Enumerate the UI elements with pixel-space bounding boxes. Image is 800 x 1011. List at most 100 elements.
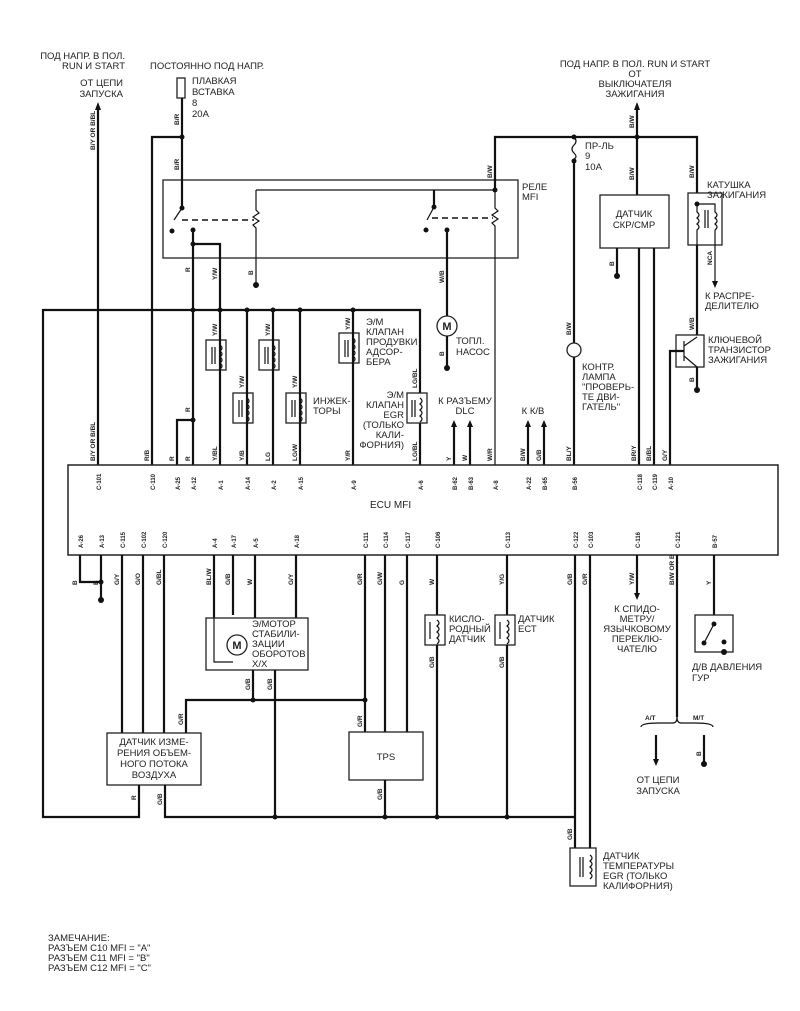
ect-label-1: ДАТЧИК — [518, 614, 555, 625]
wire-color-label: B — [72, 580, 79, 585]
purge-label-1: Э/М — [366, 317, 383, 328]
ecu-mfi-box — [67, 464, 779, 556]
ecu-pin-label: B-62 — [453, 476, 459, 490]
ps-switch-contact — [703, 623, 715, 644]
ecu-pin-label: A-2 — [272, 480, 278, 490]
egr-label-4: (ТОЛЬКО — [363, 420, 404, 431]
ecu-pin-label: C-106 — [436, 531, 442, 548]
wire-label: B — [696, 751, 703, 756]
speedo-label-5: ЧАТЕЛЮ — [617, 644, 657, 655]
wire-color-label: R — [169, 456, 176, 461]
wire-label: Y/W — [292, 375, 299, 388]
label-fusible-4: 20A — [192, 109, 210, 120]
injectors-label-1: ИНЖЕК- — [313, 396, 351, 407]
wire-color-label: Y/R — [345, 450, 352, 461]
ecu-pin-label: C-121 — [676, 531, 682, 548]
egr-temp-label-1: ДАТЧИК — [603, 851, 640, 862]
maf-label-2: РЕНИЯ ОБЪЕМ- — [117, 748, 191, 759]
ecu-pin-label: C-120 — [163, 531, 169, 548]
ecu-pin-label: C-118 — [638, 473, 644, 490]
ecu-pin-label: A-22 — [527, 476, 533, 490]
wire-label: G/B — [567, 828, 574, 840]
relay-switch-2 — [426, 206, 435, 221]
ecu-pin-label: C-122 — [574, 531, 580, 548]
wire-label: NCA — [707, 251, 714, 265]
dlc-label-2: DLC — [455, 406, 474, 417]
wire-label: G/B — [429, 656, 436, 668]
relay-switch-1 — [173, 207, 183, 221]
fuse-label-1: ПР-ЛЬ — [585, 141, 614, 152]
wire-color-label: LG — [265, 452, 272, 461]
wire-label: B/R — [174, 159, 181, 171]
wire-label: B/Y OR B/BL — [90, 111, 97, 150]
ecu-pin-label: C-111 — [364, 532, 370, 548]
ecu-pin-label: A-6 — [419, 480, 425, 490]
label-right-run-start-1: ПОД НАПР. В ПОЛ. RUN И START — [560, 59, 711, 70]
wire-color-label: Y/G — [499, 574, 506, 585]
fuel-pump-label-2: НАСОС — [456, 347, 490, 358]
arrow-up-icon — [95, 102, 101, 110]
wire-color-label: G/W — [377, 571, 384, 585]
wire-color-label: BL/W — [206, 568, 213, 585]
wire-label: Y/W — [345, 317, 352, 330]
check-engine-lamp-icon — [566, 342, 582, 358]
arrow-down-icon — [712, 281, 718, 288]
ground-icon — [701, 761, 707, 767]
ecu-pin-label: A-4 — [213, 538, 219, 548]
wire-label: Y/W — [212, 267, 219, 280]
coil-secondary-icon — [697, 203, 718, 231]
ecu-pin-label: A-15 — [299, 476, 305, 490]
o2-label-3: ДАТЧИК — [449, 634, 486, 645]
distributor-label-1: К РАСПРЕ- — [705, 291, 755, 302]
fuse-icon — [571, 136, 577, 160]
wire-label: B — [609, 261, 616, 266]
wire-label: B/W — [689, 165, 696, 179]
arrow-down-icon — [634, 593, 640, 600]
relay-mfi-box — [162, 179, 519, 259]
wire-label: W/B — [439, 270, 446, 283]
ps-label-1: Д/В ДАВЛЕНИЯ — [692, 662, 762, 673]
wire-color-label: W — [429, 578, 436, 585]
wire-color-label: Y — [706, 580, 713, 585]
ecu-pin-label: A-12 — [192, 476, 198, 490]
arrow-up-icon — [525, 420, 531, 427]
ecu-pin-label: A-1 — [219, 480, 225, 490]
ecu-pin-label: A-18 — [295, 534, 301, 548]
ckp-label-1: ДАТЧИК — [616, 209, 653, 220]
ecu-pin-label: A-14 — [246, 476, 252, 490]
arrow-up-icon — [451, 420, 457, 427]
coil-primary-icon — [696, 204, 700, 270]
iac-label-5: X/X — [252, 659, 268, 670]
ps-label-2: ГУР — [692, 673, 710, 684]
wire-color-label: LG/BL — [412, 441, 419, 461]
wire-color-label: BL/Y — [566, 446, 573, 461]
wire-color-label: Y/B — [239, 450, 246, 461]
ac-label: К К/В — [522, 406, 545, 417]
maf-sensor-box — [106, 732, 202, 786]
wire-color-label: W — [247, 578, 254, 585]
injector-2 — [232, 392, 254, 424]
wire-color-label: R — [185, 456, 192, 461]
wire-color-label: G/R — [582, 573, 589, 585]
injector-3 — [258, 339, 280, 371]
wire-color-label: G/Y — [662, 449, 669, 461]
egr-temp-label-2: ТЕМПЕРАТУРЫ — [603, 861, 674, 872]
wire-color-label: G/Y — [114, 573, 121, 585]
ground-icon — [444, 365, 450, 371]
lamp-label-2: ЛАМПА — [582, 372, 616, 383]
purge-label-5: БЕРА — [366, 357, 391, 368]
o2-sensor-box — [424, 614, 446, 646]
transistor-label-1: КЛЮЧЕВОЙ — [708, 334, 762, 346]
ecu-pin-label: C-102 — [142, 531, 148, 548]
fuel-pump-label-1: ТОПЛ. — [456, 336, 484, 347]
purge-label-2: КЛАПАН — [366, 327, 404, 338]
egr-label-2: КЛАПАН — [366, 400, 404, 411]
from-start-label-2: ЗАПУСКА — [636, 786, 680, 797]
egr-valve — [406, 392, 428, 424]
ecu-pin-label: B-56 — [573, 476, 579, 490]
at-mt-brace — [640, 716, 714, 728]
egr-label-3: EGR — [383, 410, 404, 421]
wire-color-label: LG/W — [292, 443, 299, 461]
wire-label: B — [689, 377, 696, 382]
